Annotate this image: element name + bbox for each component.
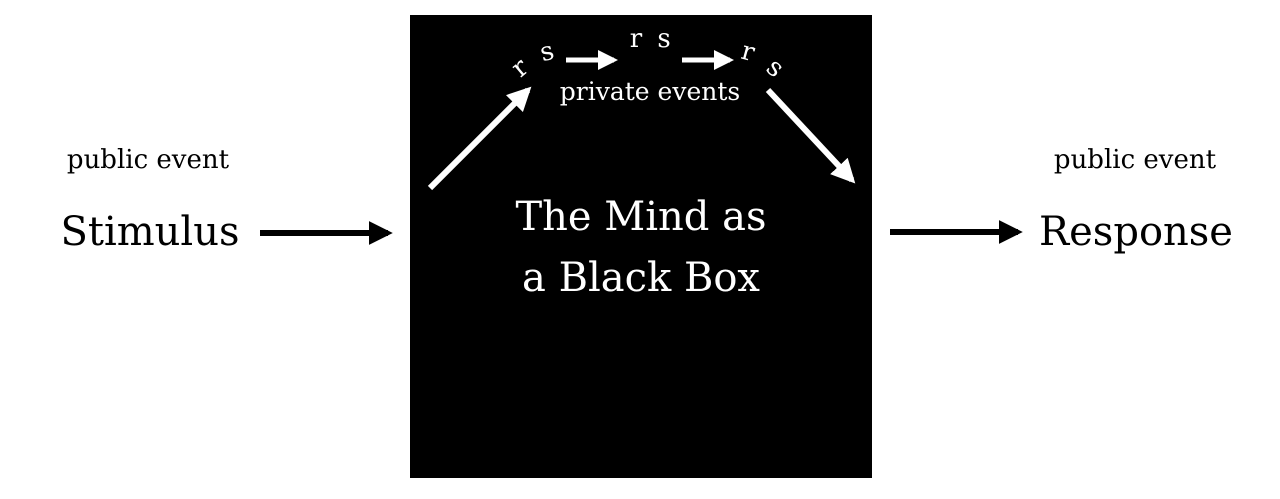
response-caption: public event [1054,145,1217,175]
stimulus-caption: public event [67,145,230,175]
chain-s-2: s [657,24,670,54]
stimulus-label: Stimulus [60,209,239,255]
private-events-label: private events [560,77,740,106]
box-title-line-1: The Mind as [515,194,766,240]
exit-arrow [765,87,856,184]
chain-r-2: r [630,24,643,54]
response-label: Response [1039,209,1233,255]
entry-arrow [427,86,532,191]
box-title-line-2: a Black Box [522,255,760,301]
black-box [410,15,872,478]
